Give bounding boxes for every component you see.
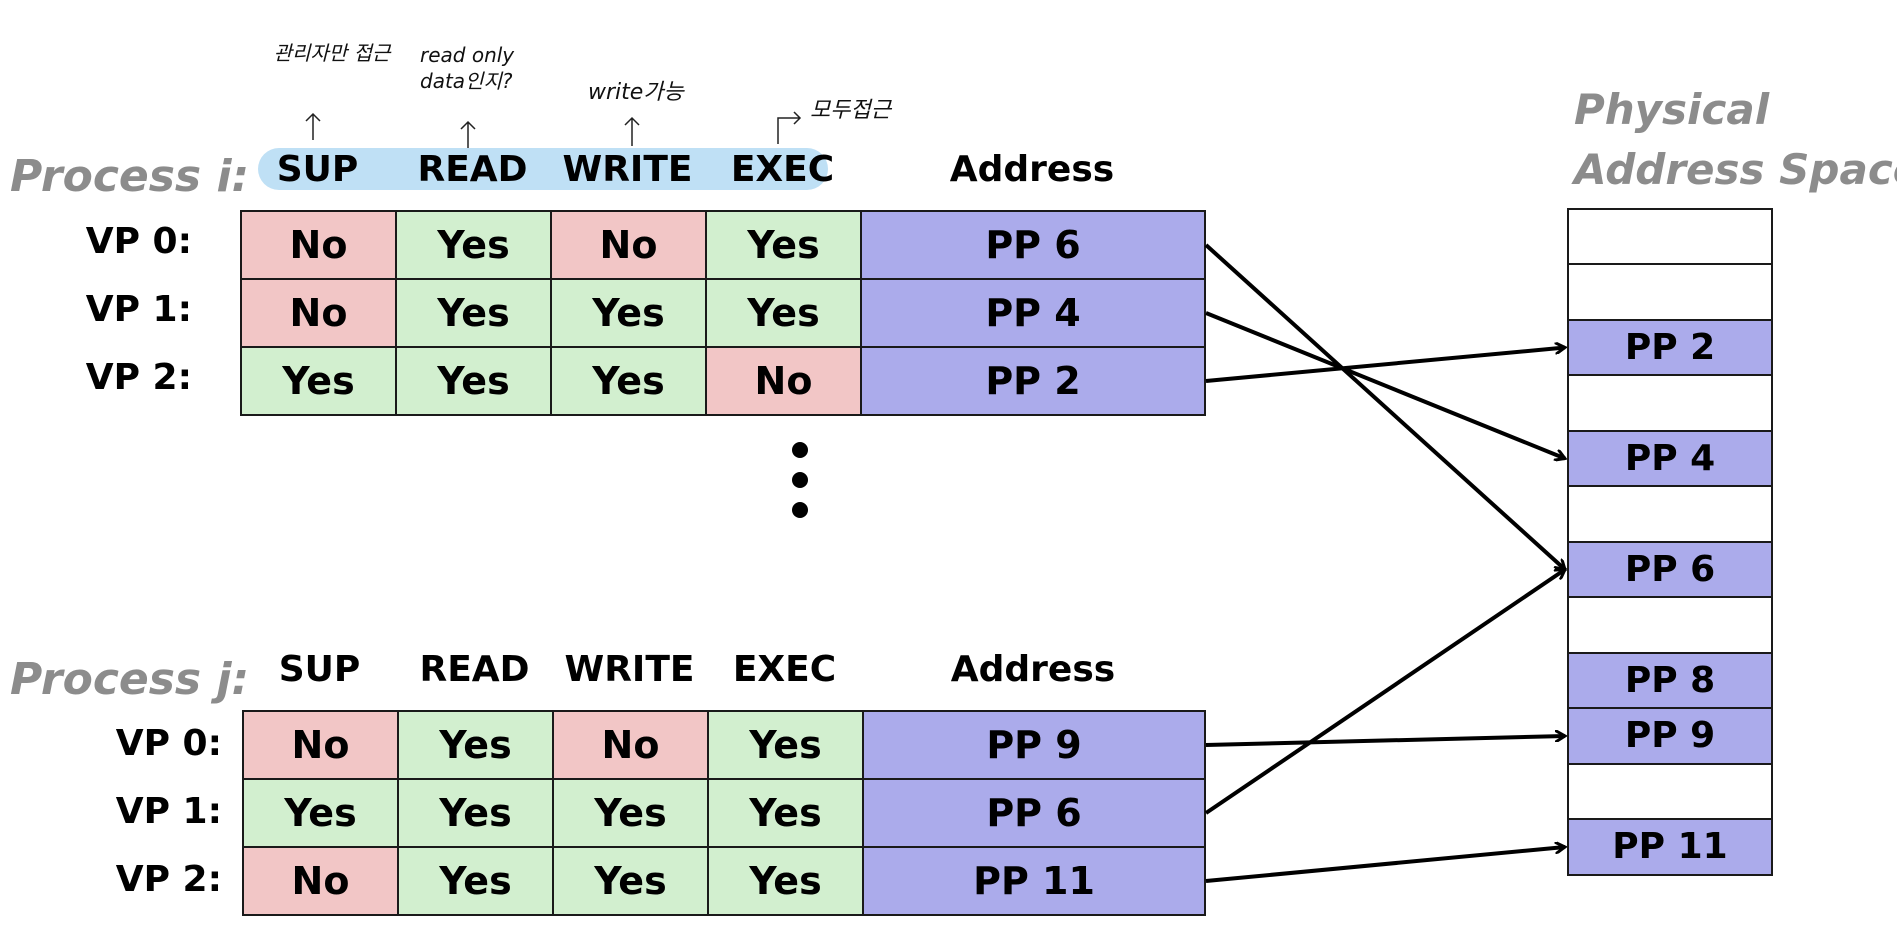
header-address-i: Address xyxy=(949,149,1115,190)
sup-cell: No xyxy=(240,210,397,280)
physical-page-pp9: PP 9 xyxy=(1567,707,1773,765)
physical-page-slot xyxy=(1567,485,1773,543)
read-cell: Yes xyxy=(397,846,554,916)
address-cell: PP 6 xyxy=(860,210,1206,280)
address-cell: PP 2 xyxy=(860,346,1206,416)
header-sup-i: SUP xyxy=(276,149,359,190)
exec-cell: Yes xyxy=(707,710,864,780)
process-i-label: Process i: xyxy=(10,151,250,202)
note-exec: 모두접근 xyxy=(810,98,891,123)
vp-label: VP 1: xyxy=(85,289,192,330)
header-write-i: WRITE xyxy=(562,149,693,190)
write-cell: Yes xyxy=(550,278,707,348)
note-read: read only data인지? xyxy=(420,43,515,93)
mapping-arrow xyxy=(1205,847,1565,883)
mapping-arrow xyxy=(1205,736,1565,747)
write-cell: Yes xyxy=(552,846,709,916)
note-arrow xyxy=(305,112,321,140)
exec-cell: Yes xyxy=(707,846,864,916)
sup-cell: Yes xyxy=(240,346,397,416)
address-cell: PP 11 xyxy=(862,846,1206,916)
page-table-process-i: No Yes No Yes PP 6 No Yes Yes Yes PP 4 Y… xyxy=(240,210,1206,416)
table-row: No Yes Yes Yes PP 11 xyxy=(242,846,1206,916)
read-cell: Yes xyxy=(397,710,554,780)
read-cell: Yes xyxy=(395,346,552,416)
exec-cell: No xyxy=(705,346,862,416)
write-cell: No xyxy=(550,210,707,280)
header-read-j: READ xyxy=(419,649,530,690)
table-row: No Yes Yes Yes PP 4 xyxy=(240,278,1206,348)
write-cell: Yes xyxy=(550,346,707,416)
vp-label: VP 0: xyxy=(85,221,192,262)
address-cell: PP 6 xyxy=(862,778,1206,848)
mapping-arrow xyxy=(1205,348,1565,383)
sup-cell: No xyxy=(242,846,399,916)
physical-page-slot xyxy=(1567,374,1773,432)
ellipsis-dot xyxy=(792,442,808,458)
ellipsis-dot xyxy=(792,472,808,488)
process-j-label: Process j: xyxy=(10,654,250,705)
physical-page-pp2: PP 2 xyxy=(1567,318,1773,377)
header-address-j: Address xyxy=(950,649,1116,690)
note-arrow xyxy=(777,111,802,144)
permission-header-highlight xyxy=(258,148,828,190)
read-cell: Yes xyxy=(397,778,554,848)
table-row: No Yes No Yes PP 6 xyxy=(240,210,1206,280)
physical-page-slot xyxy=(1567,762,1773,821)
physical-page-pp8: PP 8 xyxy=(1567,651,1773,710)
physical-page-pp11: PP 11 xyxy=(1567,818,1773,876)
vp-label: VP 2: xyxy=(85,357,192,398)
physical-page-slot xyxy=(1567,263,1773,321)
vp-label: VP 2: xyxy=(115,859,222,900)
address-cell: PP 4 xyxy=(860,278,1206,348)
ellipsis-dot xyxy=(792,502,808,518)
note-arrow xyxy=(624,116,640,146)
header-write-j: WRITE xyxy=(564,649,695,690)
mapping-arrow xyxy=(1204,567,1565,815)
note-arrow xyxy=(460,120,476,148)
physical-memory-column: PP 2 PP 4 PP 6 PP 8 PP 9 PP 11 xyxy=(1567,207,1773,876)
mapping-arrow xyxy=(1205,311,1565,459)
address-cell: PP 9 xyxy=(862,710,1206,780)
exec-cell: Yes xyxy=(705,278,862,348)
header-exec-i: EXEC xyxy=(730,149,835,190)
write-cell: Yes xyxy=(552,778,709,848)
exec-cell: Yes xyxy=(705,210,862,280)
header-exec-j: EXEC xyxy=(732,649,837,690)
header-read-i: READ xyxy=(417,149,528,190)
note-sup: 관리자만 접근 xyxy=(273,41,391,65)
physical-page-pp6: PP 6 xyxy=(1567,540,1773,599)
exec-cell: Yes xyxy=(707,778,864,848)
physical-address-space-title: Physical Address Space xyxy=(1574,80,1897,200)
physical-page-slot xyxy=(1567,596,1773,654)
sup-cell: No xyxy=(242,710,399,780)
vp-label: VP 0: xyxy=(115,723,222,764)
write-cell: No xyxy=(552,710,709,780)
header-sup-j: SUP xyxy=(278,649,361,690)
table-row: Yes Yes Yes Yes PP 6 xyxy=(242,778,1206,848)
vp-label: VP 1: xyxy=(115,791,222,832)
read-cell: Yes xyxy=(395,278,552,348)
sup-cell: Yes xyxy=(242,778,399,848)
page-table-process-j: No Yes No Yes PP 9 Yes Yes Yes Yes PP 6 … xyxy=(242,710,1206,916)
mapping-arrow xyxy=(1204,243,1565,570)
note-write: write가능 xyxy=(588,80,684,105)
read-cell: Yes xyxy=(395,210,552,280)
physical-title-line2: Address Space xyxy=(1574,145,1897,194)
table-row: No Yes No Yes PP 9 xyxy=(242,710,1206,780)
physical-page-slot xyxy=(1567,207,1773,266)
physical-page-pp4: PP 4 xyxy=(1567,429,1773,488)
physical-title-line1: Physical xyxy=(1574,85,1770,134)
table-row: Yes Yes Yes No PP 2 xyxy=(240,346,1206,416)
sup-cell: No xyxy=(240,278,397,348)
